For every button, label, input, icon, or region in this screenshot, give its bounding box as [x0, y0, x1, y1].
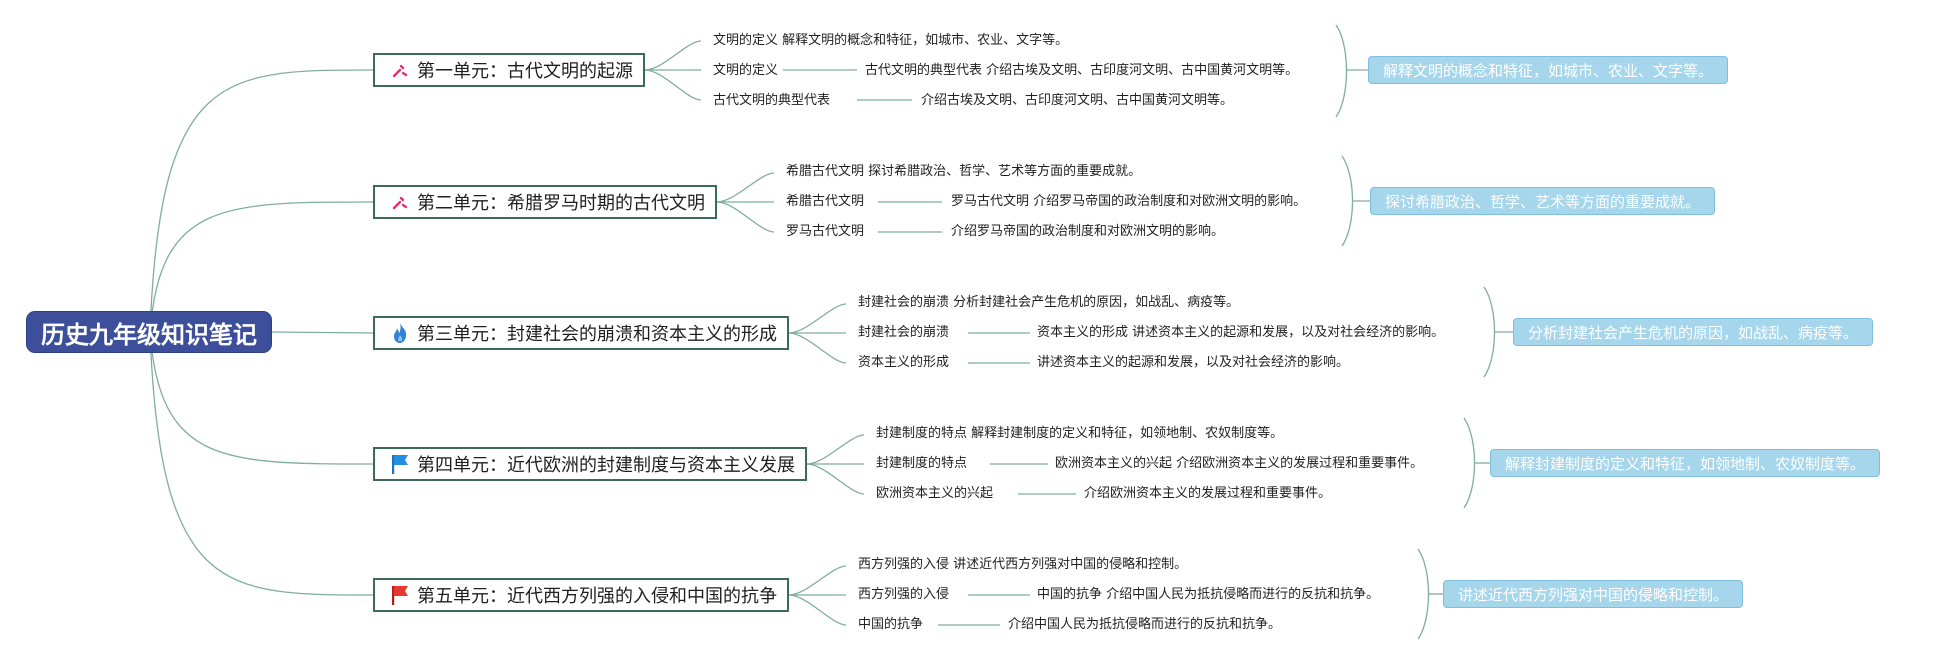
red-flag-icon	[389, 584, 411, 606]
branch-connector	[788, 303, 847, 334]
branch-connector	[788, 565, 847, 596]
unit-node-1[interactable]: 第一单元：古代文明的起源	[373, 53, 645, 87]
unit-node-4[interactable]: 第四单元：近代欧洲的封建制度与资本主义发展	[373, 447, 807, 481]
topic-note: 罗马古代文明 介绍罗马帝国的政治制度和对欧洲文明的影响。	[951, 194, 1307, 209]
topic-note: 介绍罗马帝国的政治制度和对欧洲文明的影响。	[951, 224, 1225, 239]
unit-title: 第三单元：封建社会的崩溃和资本主义的形成	[417, 324, 777, 345]
topic-label: 封建制度的特点	[876, 456, 968, 471]
branch-connector	[788, 332, 847, 364]
topic-note: 资本主义的形成 讲述资本主义的起源和发展，以及对社会经济的影响。	[1037, 325, 1445, 340]
topic-label: 欧洲资本主义的兴起	[876, 486, 994, 501]
topic-label: 中国的抗争	[858, 617, 924, 632]
root-connector	[271, 331, 374, 334]
unit-title: 第五单元：近代西方列强的入侵和中国的抗争	[417, 586, 777, 607]
topic-note: 封建社会的崩溃 分析封建社会产生危机的原因，如战乱、病疫等。	[858, 295, 1240, 310]
topic-label: 希腊古代文明	[786, 194, 865, 209]
branch-connector	[806, 463, 865, 495]
unit-title: 第一单元：古代文明的起源	[417, 61, 633, 82]
branch-connector	[716, 201, 775, 233]
summary-bracket	[1417, 548, 1430, 640]
root-connector	[149, 201, 374, 333]
summary-bracket	[1341, 155, 1354, 247]
unit-node-5[interactable]: 第五单元：近代西方列强的入侵和中国的抗争	[373, 578, 789, 612]
branch-connector	[716, 172, 775, 203]
root-connector	[149, 331, 374, 596]
topic-note: 欧洲资本主义的兴起 介绍欧洲资本主义的发展过程和重要事件。	[1055, 456, 1424, 471]
topic-note: 介绍中国人民为抵抗侵略而进行的反抗和抗争。	[1008, 617, 1282, 632]
branch-connector	[644, 69, 702, 101]
summary-box-5[interactable]: 讲述近代西方列强对中国的侵略和控制。	[1443, 580, 1744, 608]
unit-title: 第四单元：近代欧洲的封建制度与资本主义发展	[417, 455, 795, 476]
topic-note: 介绍古埃及文明、古印度河文明、古中国黄河文明等。	[921, 93, 1234, 108]
unit-node-2[interactable]: 第二单元：希腊罗马时期的古代文明	[373, 185, 717, 219]
topic-note: 介绍欧洲资本主义的发展过程和重要事件。	[1084, 486, 1332, 501]
topic-label: 古代文明的典型代表	[713, 93, 831, 108]
topic-label: 西方列强的入侵	[858, 587, 950, 602]
sparkle-icon	[389, 59, 411, 81]
topic-note: 希腊古代文明 探讨希腊政治、哲学、艺术等方面的重要成就。	[786, 164, 1142, 179]
topic-note: 中国的抗争 介绍中国人民为抵抗侵略而进行的反抗和抗争。	[1037, 587, 1380, 602]
branch-connector	[644, 40, 702, 71]
summary-bracket	[1335, 24, 1348, 118]
topic-label: 资本主义的形成	[858, 355, 950, 370]
topic-label: 文明的定义	[713, 63, 779, 78]
root-connector	[149, 331, 374, 465]
topic-note: 讲述资本主义的起源和发展，以及对社会经济的影响。	[1037, 355, 1350, 370]
summary-bracket	[1463, 417, 1476, 509]
summary-bracket	[1483, 286, 1496, 378]
root-connector	[149, 69, 374, 333]
summary-box-1[interactable]: 解释文明的概念和特征，如城市、农业、文字等。	[1368, 56, 1729, 84]
root-node[interactable]: 历史九年级知识笔记	[26, 311, 272, 353]
sparkle-icon	[389, 191, 411, 213]
summary-box-2[interactable]: 探讨希腊政治、哲学、艺术等方面的重要成就。	[1370, 187, 1716, 215]
topic-note: 封建制度的特点 解释封建制度的定义和特征，如领地制、农奴制度等。	[876, 426, 1284, 441]
summary-box-3[interactable]: 分析封建社会产生危机的原因，如战乱、病疫等。	[1513, 318, 1874, 346]
topic-label: 封建社会的崩溃	[858, 325, 950, 340]
summary-box-4[interactable]: 解释封建制度的定义和特征，如领地制、农奴制度等。	[1490, 449, 1881, 477]
unit-title: 第二单元：希腊罗马时期的古代文明	[417, 193, 705, 214]
branch-connector	[806, 434, 865, 465]
topic-note: 古代文明的典型代表 介绍古埃及文明、古印度河文明、古中国黄河文明等。	[865, 63, 1299, 78]
fire-icon	[389, 322, 411, 344]
topic-note: 文明的定义 解释文明的概念和特征，如城市、农业、文字等。	[713, 33, 1069, 48]
branch-connector	[788, 594, 847, 626]
topic-note: 西方列强的入侵 讲述近代西方列强对中国的侵略和控制。	[858, 557, 1188, 572]
blue-flag-icon	[389, 453, 411, 475]
unit-node-3[interactable]: 第三单元：封建社会的崩溃和资本主义的形成	[373, 316, 789, 350]
topic-label: 罗马古代文明	[786, 224, 865, 239]
